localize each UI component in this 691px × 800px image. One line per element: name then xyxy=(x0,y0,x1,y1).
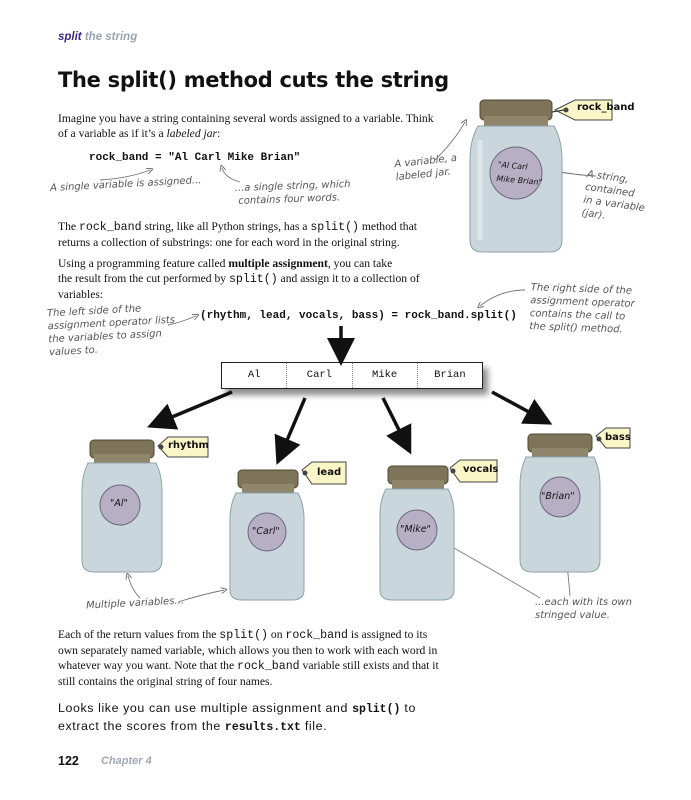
split-cell: Carl xyxy=(287,363,353,388)
split-result-box: Al Carl Mike Brian xyxy=(221,362,483,389)
arrow-to-vocals xyxy=(381,397,412,455)
jar-value-bass: "Brian" xyxy=(541,491,575,502)
arrow-labeled-jar xyxy=(434,122,465,161)
arrow-multiple-vars-right xyxy=(177,590,224,603)
jar-value-rhythm: "Al" xyxy=(110,498,128,509)
jar-rock-band xyxy=(469,99,613,253)
jar-rhythm xyxy=(81,436,209,573)
jar-vocals xyxy=(379,459,498,601)
jar-bass xyxy=(519,427,631,573)
page-number: 122 xyxy=(58,754,79,768)
running-header: split the string xyxy=(58,31,138,43)
arrow-multiple-vars-up xyxy=(128,576,141,599)
jar-value-vocals: "Mike" xyxy=(400,524,431,535)
arrow-to-lead xyxy=(274,397,307,465)
paragraph-split-method: The rock_band string, like all Python st… xyxy=(58,220,417,249)
jar-lead xyxy=(229,461,347,601)
split-cell: Mike xyxy=(353,363,418,388)
code-multiple-assignment: (rhythm, lead, vocals, bass) = rock_band… xyxy=(200,310,517,322)
code-rock-band: rock_band = "Al Carl Mike Brian" xyxy=(89,152,301,164)
split-cell: Al xyxy=(222,363,288,388)
jar-label-rhythm: rhythm xyxy=(168,440,209,451)
arrow-left-side xyxy=(167,316,196,326)
split-cell: Brian xyxy=(434,369,466,381)
arrow-right-side xyxy=(480,289,526,306)
arrow-single-string xyxy=(222,168,241,183)
jar-label-vocals: vocals xyxy=(463,464,499,475)
summary-text: Looks like you can use multiple assignme… xyxy=(58,701,416,734)
page-title: The split() method cuts the string xyxy=(58,68,449,92)
arrow-to-rhythm xyxy=(147,390,233,430)
jar-label-bass: bass xyxy=(605,432,631,443)
jar-label-rock-band: rock_band xyxy=(577,102,635,113)
intro-paragraph: Imagine you have a string containing sev… xyxy=(58,112,434,140)
paragraph-multiple-assignment: Using a programming feature called multi… xyxy=(58,257,420,301)
note-each-own: ...each with its own stringed value. xyxy=(535,597,632,621)
chapter-label: Chapter 4 xyxy=(101,755,152,767)
arrow-single-variable xyxy=(99,170,150,181)
jar-label-lead: lead xyxy=(317,467,342,478)
arrow-to-bass xyxy=(491,390,553,425)
jar-content-rock-band: "Al Carl Mike Brian" xyxy=(496,160,543,187)
paragraph-return-values: Each of the return values from the split… xyxy=(58,628,439,688)
jar-value-lead: "Carl" xyxy=(252,526,280,537)
